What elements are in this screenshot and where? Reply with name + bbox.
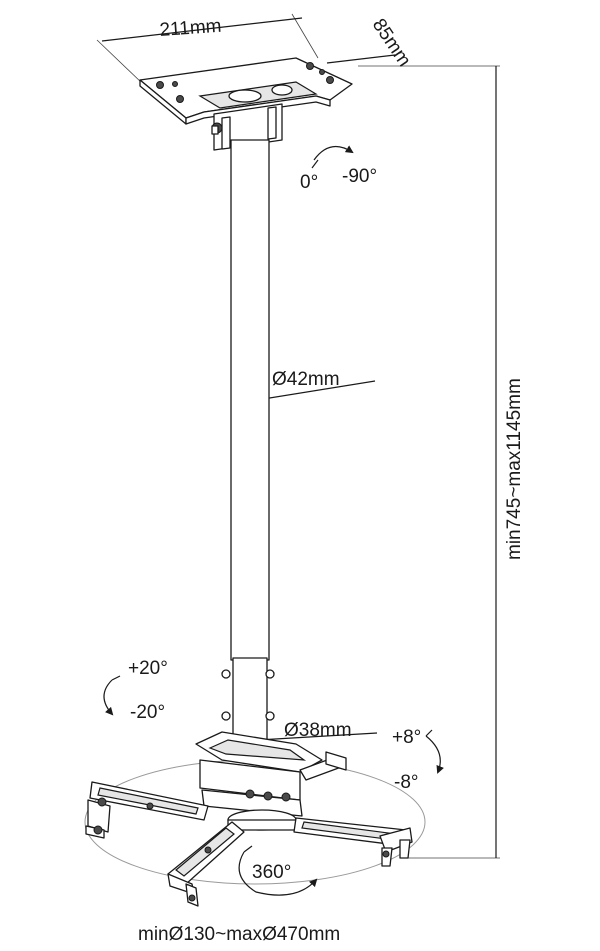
arm-back-right [299, 751, 347, 781]
roll-arrow-tail [425, 729, 433, 737]
tilt-up-label: +20° [128, 658, 168, 679]
roll-up-label: +8° [392, 727, 421, 748]
plate-width-label: 211mm [159, 16, 222, 41]
roll-arrow [425, 735, 444, 774]
bracket-arms [85, 751, 413, 907]
inner-pole-diameter-label: Ø38mm [284, 720, 352, 741]
arm-back-left [85, 781, 209, 839]
arm-front-left [167, 821, 245, 907]
top-rotation-tail [311, 159, 319, 169]
rotation-label: 360° [252, 862, 291, 883]
inner-pole [221, 657, 275, 741]
rotation-arrows [103, 145, 444, 896]
rotation-360-tail [243, 845, 253, 853]
width-dimension-line [101, 17, 303, 42]
top-angle-end-label: -90° [342, 166, 377, 187]
pole-diameter-label: Ø42mm [272, 369, 340, 390]
plate-depth-label: 85mm [368, 15, 415, 71]
width-extension-left [96, 39, 144, 85]
tilt-arrow [103, 679, 114, 716]
outer-pole [230, 139, 270, 661]
tilt-head [195, 731, 323, 831]
roll-down-label: -8° [394, 772, 419, 793]
height-range-label: min745~max1145mm [504, 378, 525, 560]
dimension-lines [96, 13, 500, 859]
tilt-down-label: -20° [130, 702, 165, 723]
pole-clamp [211, 103, 283, 151]
bracket-range-label: minØ130~maxØ470mm [138, 924, 340, 945]
top-rotation-arrow [313, 145, 354, 161]
depth-dimension-line [326, 54, 396, 64]
rotation-360-arrow [238, 851, 318, 896]
tilt-arrow-tail [111, 675, 121, 681]
arm-front-right [293, 817, 413, 867]
top-angle-start-label: 0° [300, 172, 318, 193]
width-extension-right [291, 13, 319, 59]
